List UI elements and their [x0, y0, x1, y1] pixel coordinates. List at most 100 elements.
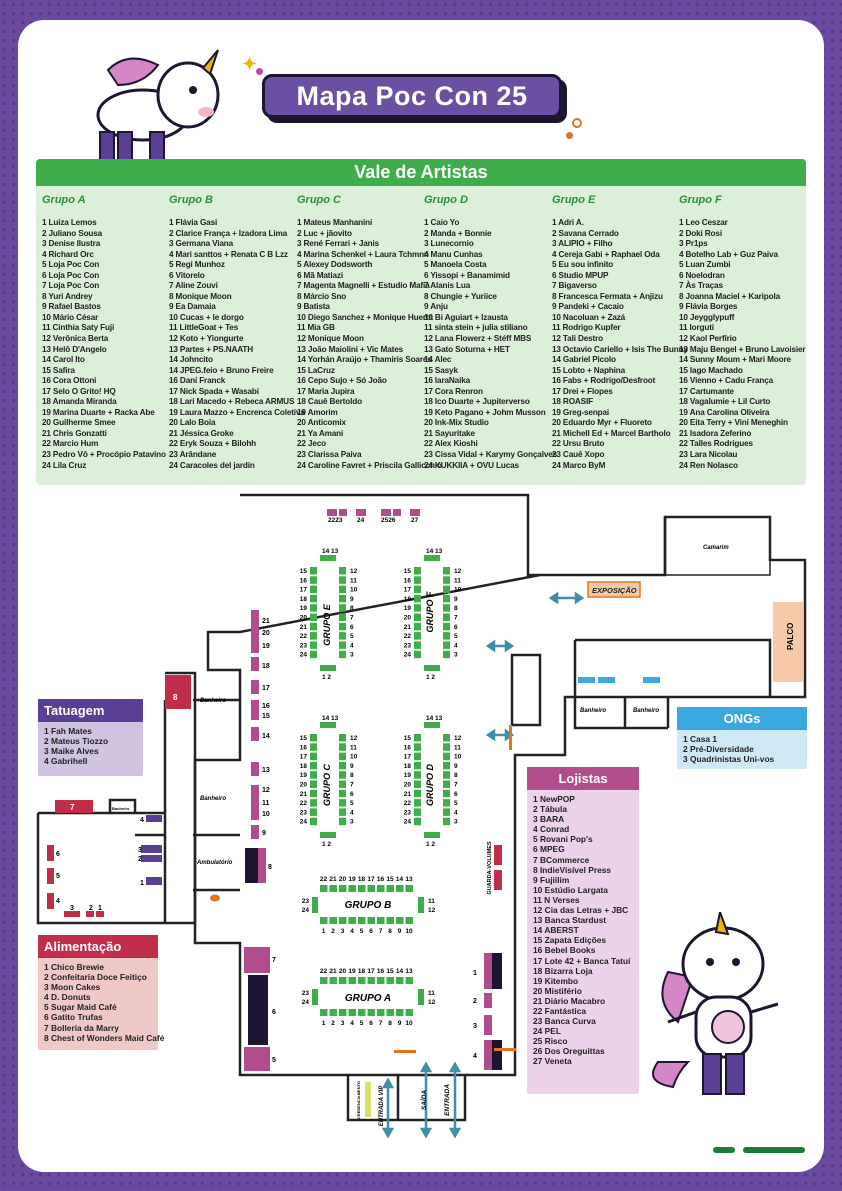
- artist-table: [339, 780, 346, 788]
- list-item: 1 Fah Mates: [44, 726, 92, 736]
- artist-table: [443, 799, 450, 807]
- table-number: 15: [404, 735, 412, 742]
- table-number: 14: [396, 876, 404, 883]
- list-item: 3 René Ferrari + Janis: [297, 239, 380, 249]
- table-number: 5: [350, 800, 354, 807]
- table-number: 4: [350, 928, 354, 935]
- list-item: 13 Octavio Cariello + Isis The Bunny: [552, 344, 688, 354]
- list-item: 4 Cereja Gabi + Raphael Oda: [552, 249, 660, 259]
- list-item: 3 Germana Viana: [169, 239, 234, 249]
- artist-table: [339, 613, 346, 621]
- artist-table: [386, 885, 394, 892]
- table-number: 17: [367, 968, 375, 975]
- list-item: 13 João Maiolini + Vic Mates: [297, 344, 403, 354]
- booth-number: 4: [140, 817, 144, 824]
- artist-table: [312, 897, 318, 913]
- artist-table: [414, 761, 421, 770]
- list-item: 7 Às Traças: [679, 281, 723, 291]
- table-number: 12: [454, 568, 462, 575]
- list-item: 11 Mia GB: [297, 323, 335, 333]
- bathroom-label: Banheiro: [580, 708, 606, 714]
- list-item: 18 Bizarra Loja: [533, 965, 593, 976]
- booth-number: 1: [473, 970, 477, 977]
- table-number: 7: [350, 782, 354, 789]
- artist-table: [443, 613, 450, 621]
- footer-bar: [743, 1147, 805, 1153]
- booth-number: 2: [89, 905, 93, 912]
- list-item: 17 Cora Renron: [424, 386, 483, 396]
- list-item: 14 Yorhán Araújo + Thamiris Soares: [297, 355, 432, 365]
- table-number: 1: [322, 928, 326, 935]
- artist-table: [339, 604, 346, 612]
- table-number: 9: [454, 596, 458, 603]
- list-item: 6 Mã Matiazi: [297, 270, 343, 280]
- list-item: 5 Eu sou infinito: [552, 260, 614, 270]
- list-item: 20 Eduardo Myr + Fluoreto: [552, 418, 652, 428]
- ring-decoration: [572, 118, 582, 128]
- table-number: 14 13: [322, 715, 339, 722]
- table-number: 16: [377, 968, 385, 975]
- list-item: 8 Chungie + Yuriice: [424, 291, 497, 301]
- arrows: [381, 591, 585, 1139]
- list-item: 10 Bi Aguiart + Izausta: [424, 312, 508, 322]
- group-name: Grupo A: [42, 194, 86, 206]
- list-item: 20 Lalo Boia: [169, 418, 216, 428]
- artist-table: [320, 665, 336, 671]
- artist-table: [310, 771, 317, 779]
- group-a-label: GRUPO A: [345, 993, 391, 1004]
- list-item: 15 LaCruz: [297, 365, 335, 375]
- table-number: 24: [302, 907, 310, 914]
- table-number: 8: [388, 928, 392, 935]
- list-item: 18 Lari Macedo + Rebeca ARMUS: [169, 397, 295, 407]
- bathroom-label: Banheiro: [200, 796, 226, 802]
- artist-table: [339, 752, 346, 761]
- booth-number: 5: [56, 873, 60, 880]
- list-item: 2 Mateus Tiozzo: [44, 736, 109, 747]
- list-item: 9 Pandeki + Cacaio: [552, 302, 624, 312]
- group-name: Grupo B: [169, 194, 213, 206]
- table-number: 24: [300, 819, 308, 826]
- saida-label: SAÍDA: [419, 1090, 428, 1111]
- table-number: 9: [350, 596, 354, 603]
- table-number: 6: [350, 624, 354, 631]
- list-item: 8 Francesca Fermata + Anjizu: [552, 291, 663, 301]
- list-item: 17 Nick Spada + Wasabi: [169, 386, 259, 396]
- table-number: 24: [404, 819, 412, 826]
- list-item: 1 Luiza Lemos: [42, 218, 97, 227]
- entrada-vip-label: ENTRADA VIP: [379, 1085, 385, 1126]
- group-f-label: GRUPO F: [425, 591, 435, 633]
- table-number: 10: [350, 754, 358, 761]
- artist-table: [320, 1009, 328, 1016]
- booth-number: 4: [56, 898, 60, 905]
- artist-table: [443, 752, 450, 761]
- list-item: 10 Mário César: [42, 312, 99, 322]
- list-item: 8 Márcio Sno: [297, 291, 347, 301]
- list-item: 26 Dos Oreguittas: [533, 1046, 605, 1057]
- list-item: 3 Lunecornio: [424, 239, 474, 249]
- list-item: 14 Alec: [424, 355, 452, 365]
- list-item: 2 Doki Rosi: [679, 228, 722, 238]
- list-item: 24 Caroline Favret + Priscila Gallicchio: [297, 460, 442, 470]
- bathroom-label: Banheiro: [633, 708, 659, 714]
- table-number: 17: [300, 587, 308, 594]
- group-name: Grupo C: [297, 194, 341, 206]
- list-item: 23 Banca Curva: [533, 1016, 596, 1027]
- table-number: 16: [404, 744, 412, 751]
- list-item: 4 Mari santtos + Renata C B Lzz: [169, 249, 288, 259]
- table-number: 16: [300, 577, 308, 584]
- artist-table: [443, 734, 450, 742]
- table-number: 22: [404, 633, 412, 640]
- list-item: 13 Partes + PS.NAATH: [169, 344, 253, 354]
- artist-table: [443, 604, 450, 612]
- artist-table: [414, 808, 421, 816]
- artist-table: [310, 622, 317, 631]
- stage: [773, 602, 803, 682]
- artist-table: [358, 885, 366, 892]
- table-number: 22: [320, 876, 328, 883]
- footer-bar: [713, 1147, 735, 1153]
- table-number: 18: [300, 596, 308, 603]
